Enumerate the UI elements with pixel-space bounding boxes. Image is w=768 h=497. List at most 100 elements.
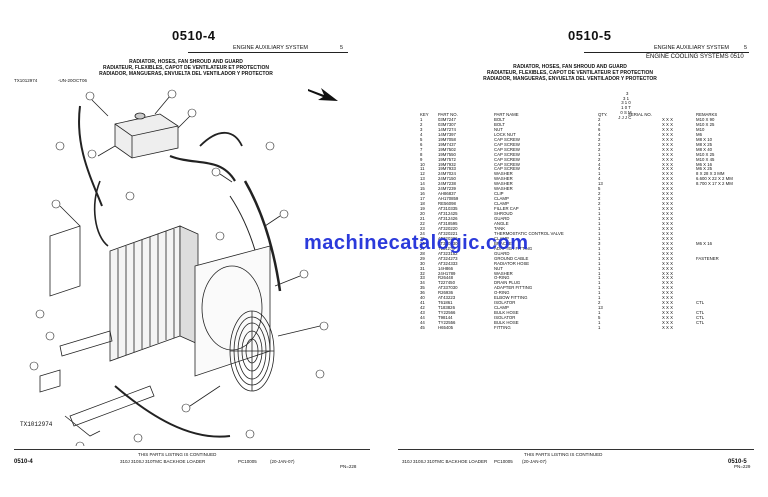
cell-key: 44 <box>420 320 425 326</box>
cell-models: X X X <box>662 235 673 241</box>
cell-remarks: M10 X 25 <box>696 121 715 127</box>
cell-remarks: M8 X 10 <box>696 136 713 142</box>
front-direction-arrow-icon <box>308 88 338 101</box>
cell-part-no: AT324333 <box>438 260 458 266</box>
cell-qty: 1 <box>598 295 601 301</box>
cell-key: 41 <box>420 300 425 306</box>
cell-part-name: BOLT <box>494 121 505 127</box>
cell-remarks: M10 X 45 <box>696 156 715 162</box>
cell-qty: 4 <box>598 161 601 167</box>
cell-models: X X X <box>662 161 673 167</box>
cell-qty: 1 <box>598 255 601 261</box>
cell-part-name: CAP SCREW <box>494 151 520 157</box>
cell-qty: 1 <box>598 230 601 236</box>
cell-part-no: 19M7932 <box>438 161 456 167</box>
left-title-en: RADIATOR, HOSES, FAN SHROUD AND GUARD <box>129 59 243 65</box>
cell-part-name: CAP SCREW <box>494 161 520 167</box>
cell-models: X X X <box>662 255 673 261</box>
cell-part-name: ADAPTER FITTING <box>494 245 533 251</box>
cell-key: 7 <box>420 146 423 152</box>
cell-qty: 2 <box>598 116 601 122</box>
cell-part-name: NUT <box>494 265 503 271</box>
cell-key: 16 <box>420 191 425 197</box>
cell-part-name: O-RING <box>494 275 510 281</box>
cell-qty: 2 <box>598 201 601 207</box>
cell-part-name: CLIP <box>494 191 504 197</box>
cell-models: X X X <box>662 320 673 326</box>
right-footer-page: 0510-5 <box>728 459 747 465</box>
cell-part-no: AT312426 <box>438 216 458 222</box>
cell-key: 11 <box>420 166 425 172</box>
fan-guard <box>229 310 275 392</box>
cell-part-name: FILLER CAP <box>494 206 519 212</box>
cell-remarks <box>694 326 735 331</box>
cell-qty: 13 <box>598 181 603 187</box>
cell-part-no: 19M7572 <box>438 156 456 162</box>
left-footer-catalog: PC10005 <box>238 459 257 464</box>
cell-qty: 1 <box>598 206 601 212</box>
cell-models: X X X <box>662 310 673 316</box>
cell-part-no: T227450 <box>438 280 455 286</box>
cell-part-no: AT320226 <box>438 235 458 241</box>
cell-models: X X X <box>662 166 673 172</box>
right-section-header: ENGINE AUXILIARY SYSTEM <box>654 45 729 51</box>
cell-qty: 2 <box>598 141 601 147</box>
left-footer-date: (20-JAN-07) <box>270 459 295 464</box>
cell-qty: 2 <box>598 191 601 197</box>
cell-part-name: CLAMP <box>494 196 509 202</box>
cell-qty: 4 <box>598 176 601 182</box>
cell-part-no: AH170859 <box>438 196 459 202</box>
left-title-fr: RADIATEUR, FLEXIBLES, CAPOT DE VENTILATE… <box>103 65 269 72</box>
cell-qty: 3 <box>598 240 601 246</box>
left-page-number: 0510-4 <box>172 28 216 43</box>
cell-models: X X X <box>662 186 673 192</box>
cell-part-name: GROUND CABLE <box>494 255 529 261</box>
cell-key: 2 <box>420 121 423 127</box>
diagram-tag: TX1012974 <box>20 421 53 428</box>
parts-table-header: KEY PART NO. PART NAME QTY. SERIAL NO. R… <box>418 112 735 118</box>
cell-models: X X X <box>662 324 673 330</box>
cell-key: 1 <box>420 116 423 122</box>
cell-qty: 1 <box>598 235 601 241</box>
cell-part-name: DRAIN PLUG <box>494 280 521 286</box>
cell-key: 30 <box>420 260 425 266</box>
cell-part-name: ISOLATOR <box>494 300 516 306</box>
cell-models: X X X <box>662 305 673 311</box>
cell-key: 32 <box>420 270 425 276</box>
cell-part-name: WASHER <box>494 270 513 276</box>
cell-part-name: CLAMP <box>494 235 509 241</box>
cell-remarks: M10 X 90 <box>696 116 715 122</box>
fan-shroud <box>194 245 271 377</box>
cell-key: 12 <box>420 171 425 177</box>
right-footer-catalog: PC10005 <box>494 459 513 464</box>
right-footer-rule <box>398 449 754 450</box>
cell-remarks: M6 <box>696 131 702 137</box>
cell-qty: 13 <box>598 305 603 311</box>
cell-remarks: 8.700 X 17 X 2 MM <box>696 181 733 187</box>
cell-key: 44 <box>420 315 425 321</box>
cell-models: X X X <box>662 270 673 276</box>
cell-models: X X X <box>662 260 673 266</box>
cell-models: X X X <box>662 201 673 207</box>
col-serial: SERIAL NO. <box>628 112 652 117</box>
cell-key: 33 <box>420 275 425 281</box>
cell-part-no: 19M7933 <box>438 166 456 172</box>
cell-part-name: WASHER <box>494 181 513 187</box>
cell-qty: 6 <box>598 126 601 132</box>
cell-remarks: M8 X 40 <box>696 146 713 152</box>
